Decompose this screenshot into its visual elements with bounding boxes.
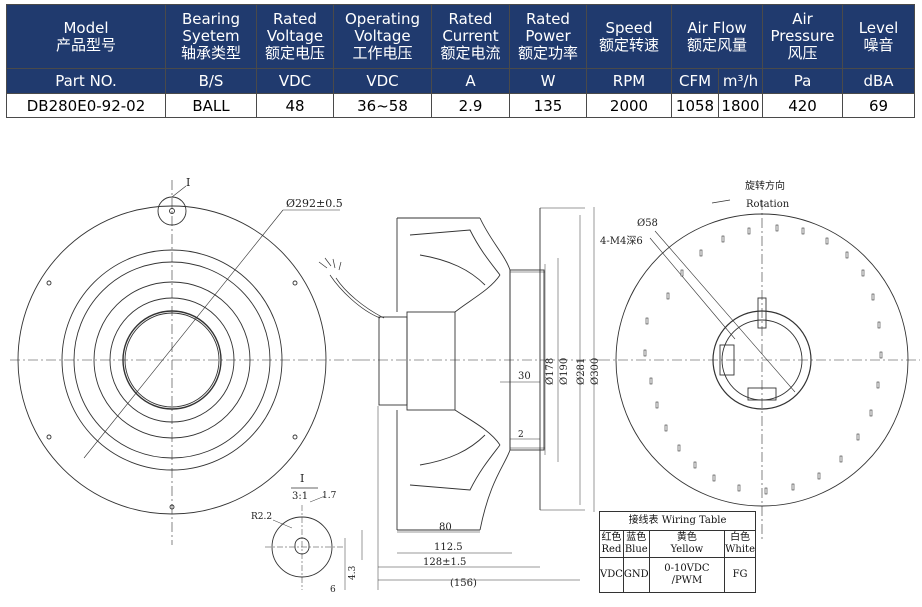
label-detail-dim: 4.3 xyxy=(348,565,358,580)
value-cell: 48 xyxy=(256,93,334,118)
label-detail-scale: 3:1 xyxy=(292,491,308,502)
wire-function: FG xyxy=(724,557,756,593)
unit-cell: m³/h xyxy=(717,68,764,94)
unit-cell: Pa xyxy=(762,68,844,94)
value-cell: DB280E0-92-02 xyxy=(6,93,166,118)
wire-function: GND xyxy=(622,557,650,593)
wiring-functions-row: VDC GND 0-10VDC /PWM FG xyxy=(599,557,756,593)
rear-view xyxy=(600,199,920,540)
label-depth-dim: (156) xyxy=(450,578,477,589)
unit-cell: A xyxy=(431,68,510,94)
unit-cell: Part NO. xyxy=(6,68,166,94)
label-height-dim: Ø178 xyxy=(545,358,556,385)
wire-function: 0-10VDC /PWM xyxy=(648,557,726,593)
label-diameter: Ø292±0.5 xyxy=(286,197,343,210)
unit-cell: RPM xyxy=(586,68,672,94)
unit-cell: W xyxy=(509,68,587,94)
detail-view xyxy=(265,487,346,590)
rear-slots xyxy=(643,224,883,495)
label-depth-dim: 30 xyxy=(518,371,531,382)
label-detail-dim: 1.7 xyxy=(322,491,337,501)
label-depth-dim: 2 xyxy=(518,430,524,440)
label-detail-dim: 6 xyxy=(330,585,336,595)
value-cell: 420 xyxy=(762,93,844,118)
label-detail-marker-2: I xyxy=(300,472,304,485)
unit-cell: VDC xyxy=(333,68,432,94)
values-row: DB280E0-92-02 BALL 48 36~58 2.9 135 2000… xyxy=(6,93,916,118)
side-view xyxy=(318,207,600,590)
unit-cell: dBA xyxy=(842,68,916,94)
wire-function: VDC xyxy=(599,557,624,593)
label-hole-dim: Ø58 xyxy=(637,218,658,229)
label-height-dim: Ø281 xyxy=(576,358,587,385)
value-cell: BALL xyxy=(165,93,257,118)
label-rotation-en: Rotation xyxy=(746,199,790,210)
label-detail-dim: R2.2 xyxy=(251,512,272,522)
label-hole-dim: 4-M4深6 xyxy=(600,235,643,247)
value-cell: 135 xyxy=(509,93,587,118)
front-view xyxy=(10,180,360,545)
value-cell: 36~58 xyxy=(333,93,432,118)
value-cell: 2000 xyxy=(586,93,672,118)
label-depth-dim: 112.5 xyxy=(434,542,463,553)
unit-cell: B/S xyxy=(165,68,257,94)
label-depth-dim: 80 xyxy=(439,522,452,533)
label-rotation-cn: 旋转方向 xyxy=(745,179,785,192)
wiring-table-title: 接线表 Wiring Table xyxy=(599,511,756,531)
value-cell: 69 xyxy=(842,93,916,118)
units-row: Part NO. B/S VDC VDC A W RPM CFM m³/h Pa… xyxy=(6,68,916,94)
label-detail-marker: I xyxy=(186,176,190,189)
label-height-dim: Ø300 xyxy=(590,358,601,385)
label-height-dim: Ø190 xyxy=(559,358,570,385)
label-depth-dim: 128±1.5 xyxy=(423,557,466,568)
value-cell: 1800 xyxy=(717,93,764,118)
